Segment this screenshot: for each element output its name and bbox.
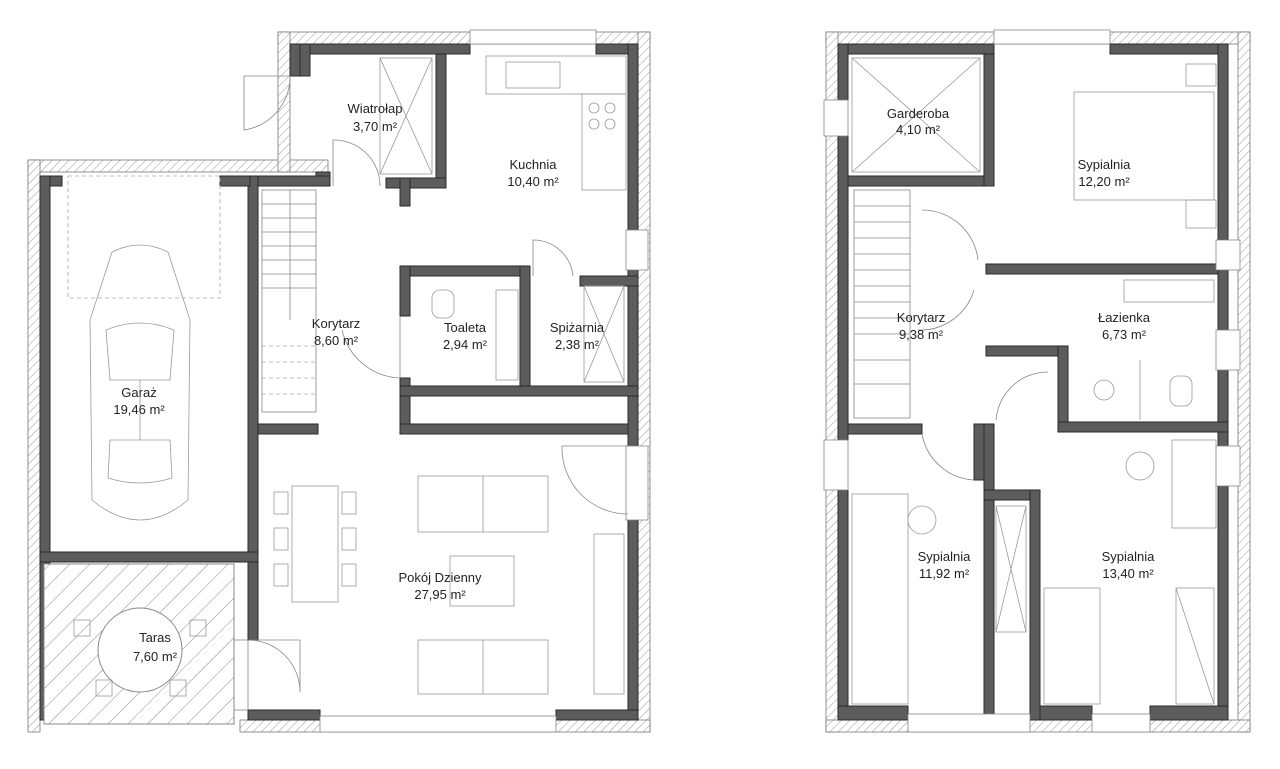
room-name-wiatrolap: Wiatrołap [348, 101, 403, 116]
room-area-sypialnia-2: 11,92 m² [919, 566, 970, 581]
room-area-sypialnia-1: 12,20 m² [1078, 174, 1130, 189]
room-area-korytarz-2: 9,38 m² [899, 327, 944, 342]
room-name-korytarz: Korytarz [312, 316, 360, 331]
room-name-lazienka: Łazienka [1098, 310, 1151, 325]
living-furniture [273, 475, 625, 695]
room-name-taras: Taras [139, 630, 171, 645]
walls-2 [837, 43, 1229, 721]
windows-2 [823, 29, 1241, 733]
ground-floor [27, 29, 651, 733]
room-area-pokoj-dzienny: 27,95 m² [414, 587, 466, 602]
insulation [27, 31, 651, 733]
terrace-area [43, 563, 235, 725]
room-area-sypialnia-3: 13,40 m² [1102, 566, 1154, 581]
room-area-lazienka: 6,73 m² [1102, 327, 1147, 342]
room-area-wiatrolap: 3,70 m² [353, 119, 398, 134]
room-area-garderoba: 4,10 m² [896, 122, 941, 137]
first-floor [823, 29, 1251, 733]
room-name-pokoj-dzienny: Pokój Dzienny [398, 570, 482, 585]
room-name-sypialnia-2: Sypialnia [918, 549, 972, 564]
room-area-taras: 7,60 m² [133, 649, 178, 664]
room-area-toaleta: 2,94 m² [443, 337, 488, 352]
room-labels-ground: Wiatrołap 3,70 m² Kuchnia 10,40 m² Garaż… [113, 101, 605, 664]
room-name-kuchnia: Kuchnia [510, 157, 558, 172]
room-name-garderoba: Garderoba [887, 106, 950, 121]
room-area-kuchnia: 10,40 m² [507, 174, 559, 189]
doors [243, 75, 629, 693]
room-name-sypialnia-3: Sypialnia [1102, 549, 1156, 564]
room-name-spizarnia: Spiżarnia [550, 320, 605, 335]
stairs-2 [853, 189, 911, 419]
room-labels-first: Garderoba 4,10 m² Sypialnia 12,20 m² Kor… [887, 106, 1155, 581]
stairs [261, 189, 317, 413]
room-name-korytarz-2: Korytarz [897, 310, 945, 325]
furniture-2 [851, 57, 1217, 705]
room-name-sypialnia-1: Sypialnia [1078, 157, 1132, 172]
room-area-garaz: 19,46 m² [113, 402, 165, 417]
room-area-spizarnia: 2,38 m² [555, 337, 600, 352]
room-name-toaleta: Toaleta [444, 320, 487, 335]
car [67, 175, 221, 521]
kitchen-furniture [379, 55, 627, 383]
room-area-korytarz: 8,60 m² [314, 333, 359, 348]
doors-2 [917, 209, 1049, 481]
room-name-garaz: Garaż [121, 385, 156, 400]
